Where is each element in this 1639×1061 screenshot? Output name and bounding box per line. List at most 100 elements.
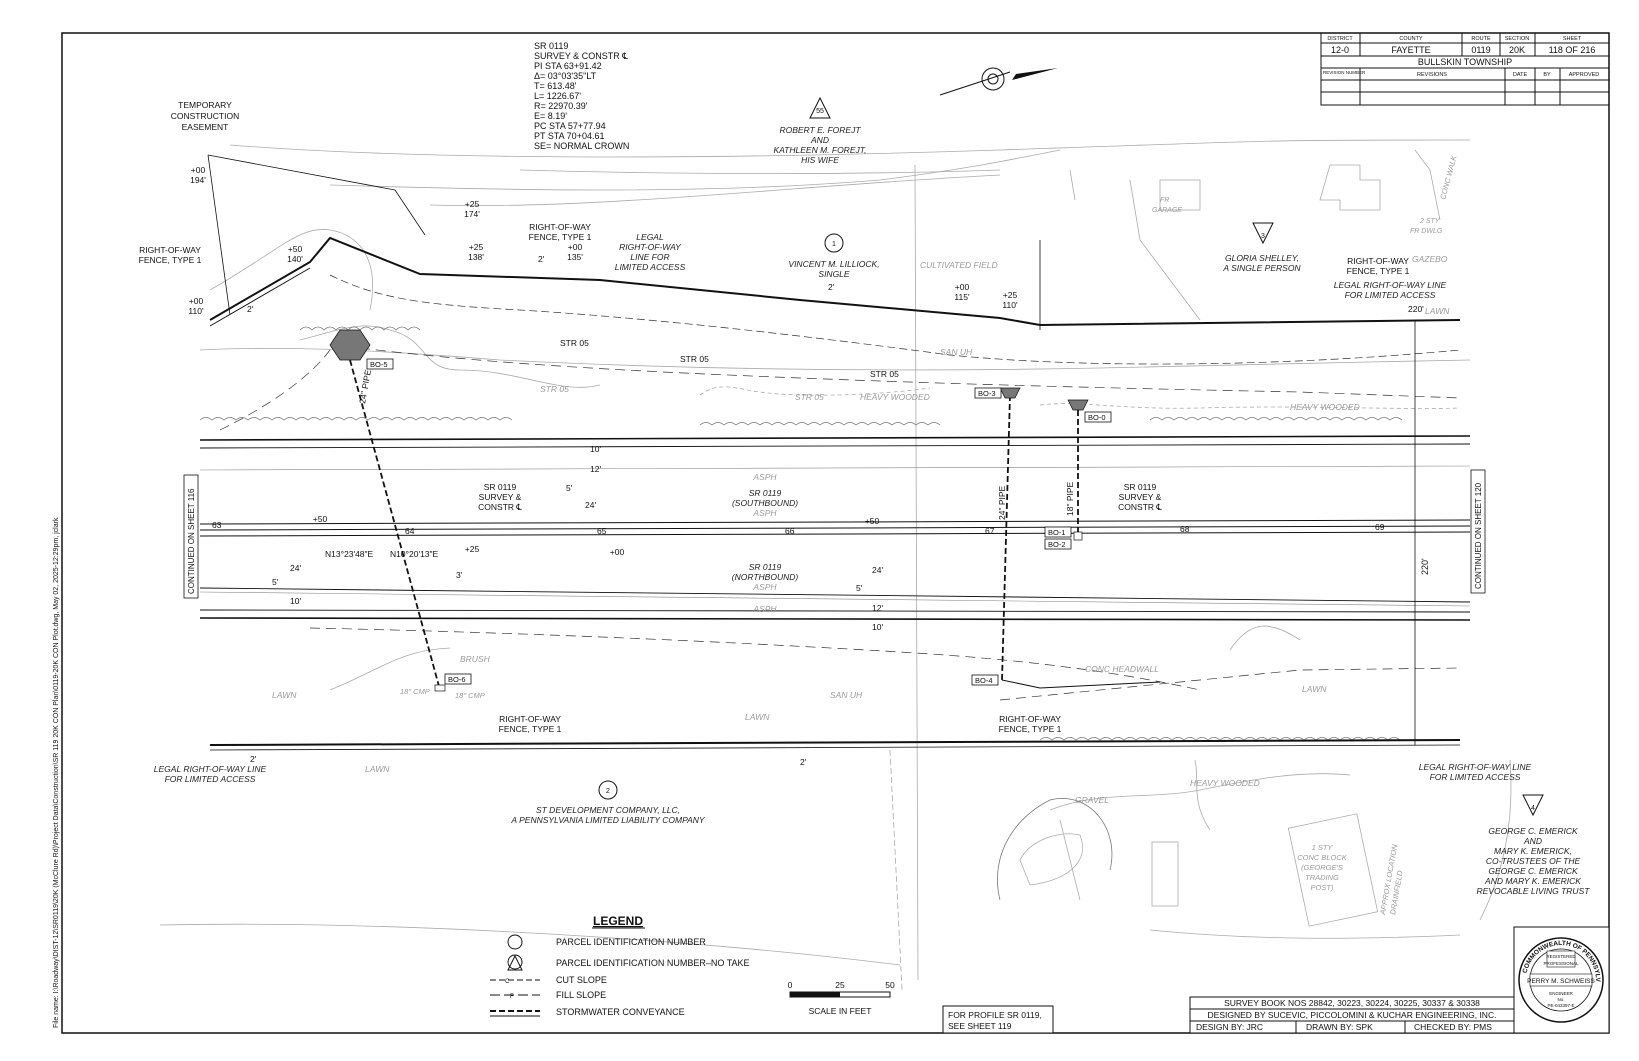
svg-text:FENCE, TYPE 1: FENCE, TYPE 1 <box>999 724 1062 734</box>
tb-h-district: DISTRICT <box>1327 36 1353 42</box>
svg-text:2': 2' <box>538 254 545 264</box>
svg-text:+50: +50 <box>288 244 303 254</box>
curve-data: SR 0119 SURVEY & CONSTR ℄ PI STA 63+91.4… <box>534 41 629 151</box>
svg-text:BO-1: BO-1 <box>1048 528 1066 537</box>
svg-text:5': 5' <box>566 483 573 493</box>
parcel-id-icon <box>598 780 618 800</box>
svg-text:FENCE, TYPE 1: FENCE, TYPE 1 <box>499 724 562 734</box>
svg-text:A SINGLE PERSON: A SINGLE PERSON <box>1222 263 1301 273</box>
svg-text:CONTINUED ON SHEET 120: CONTINUED ON SHEET 120 <box>1474 482 1483 589</box>
svg-text:FR DWLG: FR DWLG <box>1410 228 1443 235</box>
svg-text:(GEORGE'S: (GEORGE'S <box>1301 863 1343 872</box>
legend: LEGEND PARCEL IDENTIFICATION NUMBER PARC… <box>490 914 750 1017</box>
footer-block: SURVEY BOOK NOS 28842, 30223, 30224, 302… <box>1189 996 1515 1034</box>
svg-text:C: C <box>505 979 510 985</box>
svg-text:STR 05: STR 05 <box>560 338 589 348</box>
svg-text:HIS WIFE: HIS WIFE <box>801 155 839 165</box>
svg-text:CONC WALK: CONC WALK <box>1438 153 1459 200</box>
svg-text:SCALE IN FEET: SCALE IN FEET <box>809 1006 872 1016</box>
svg-text:BO-4: BO-4 <box>975 676 993 685</box>
svg-text:68: 68 <box>1180 524 1190 534</box>
svg-text:KATHLEEN M. FOREJT,: KATHLEEN M. FOREJT, <box>773 145 866 155</box>
existing-features <box>159 139 1512 991</box>
tb-h-section: SECTION <box>1505 36 1529 42</box>
profile-note: FOR PROFILE SR 0119, SEE SHEET 119 <box>942 1005 1054 1034</box>
svg-text:PE-043397-E: PE-043397-E <box>1547 1003 1574 1008</box>
svg-text:SAN UH: SAN UH <box>830 690 863 700</box>
svg-text:BO-6: BO-6 <box>448 675 466 684</box>
svg-text:CONC HEADWALL: CONC HEADWALL <box>1085 664 1159 674</box>
svg-text:2': 2' <box>247 304 254 314</box>
svg-text:SEE SHEET 119: SEE SHEET 119 <box>948 1021 1012 1031</box>
svg-text:GEORGE C. EMERICK: GEORGE C. EMERICK <box>1488 826 1578 836</box>
svg-text:RIGHT-OF-WAY: RIGHT-OF-WAY <box>619 242 682 252</box>
svg-text:TEMPORARY: TEMPORARY <box>178 100 232 110</box>
svg-text:66: 66 <box>785 526 795 536</box>
tb-h-county: COUNTY <box>1399 36 1423 42</box>
svg-text:FOR LIMITED ACCESS: FOR LIMITED ACCESS <box>165 774 256 784</box>
svg-text:ASPH: ASPH <box>752 508 777 518</box>
svg-text:(NORTHBOUND): (NORTHBOUND) <box>732 572 799 582</box>
svg-text:MARY K. EMERICK,: MARY K. EMERICK, <box>1494 846 1572 856</box>
svg-text:2': 2' <box>800 757 807 767</box>
tb-township: BULLSKIN TOWNSHIP <box>1418 57 1512 67</box>
svg-text:PARCEL IDENTIFICATION NUMBER–N: PARCEL IDENTIFICATION NUMBER–NO TAKE <box>556 958 750 968</box>
svg-text:FENCE, TYPE 1: FENCE, TYPE 1 <box>139 255 202 265</box>
tb-h-sheet: SHEET <box>1563 36 1582 42</box>
legend-parcel-icon <box>507 934 523 950</box>
svg-text:4: 4 <box>1531 805 1535 812</box>
svg-text:63: 63 <box>212 520 222 530</box>
svg-text:PI STA 63+91.42: PI STA 63+91.42 <box>534 61 602 71</box>
svg-text:3: 3 <box>1261 233 1265 240</box>
svg-text:N13°23'48"E: N13°23'48"E <box>325 549 374 559</box>
svg-text:SAN UH: SAN UH <box>940 347 973 357</box>
svg-text:A PENNSYLVANIA LIMITED LIABILI: A PENNSYLVANIA LIMITED LIABILITY COMPANY <box>510 815 706 825</box>
svg-text:140': 140' <box>287 254 303 264</box>
svg-text:2 STY: 2 STY <box>1419 218 1441 225</box>
svg-text:PROFESSIONAL: PROFESSIONAL <box>1543 961 1579 966</box>
svg-text:LINE FOR: LINE FOR <box>630 252 669 262</box>
svg-text:+00: +00 <box>955 282 970 292</box>
svg-text:AND: AND <box>810 135 829 145</box>
svg-text:65: 65 <box>597 526 607 536</box>
svg-text:115': 115' <box>954 292 970 302</box>
svg-text:Δ= 03°03'35"LT: Δ= 03°03'35"LT <box>534 71 597 81</box>
svg-text:+50: +50 <box>865 516 880 526</box>
inlets <box>329 329 1089 692</box>
tb-rev-revisions: REVISIONS <box>1417 72 1447 78</box>
tb-rev-approved: APPROVED <box>1569 72 1600 78</box>
svg-text:135': 135' <box>567 252 583 262</box>
tb-route: 0119 <box>1471 45 1490 55</box>
svg-text:LEGAL RIGHT-OF-WAY LINE: LEGAL RIGHT-OF-WAY LINE <box>154 764 267 774</box>
tb-h-route: ROUTE <box>1471 36 1491 42</box>
svg-text:55: 55 <box>816 108 824 115</box>
file-path: File name: I:\Roadway\DIST-12\SR0119\20K… <box>53 517 60 1028</box>
svg-text:CHECKED BY: PMS: CHECKED BY: PMS <box>1414 1022 1492 1032</box>
svg-text:2': 2' <box>828 282 835 292</box>
svg-text:1 STY: 1 STY <box>1312 843 1334 852</box>
svg-text:LAWN: LAWN <box>1425 306 1450 316</box>
svg-text:F: F <box>510 994 514 1000</box>
svg-text:CONSTR ℄: CONSTR ℄ <box>478 502 522 512</box>
svg-text:SURVEY & CONSTR ℄: SURVEY & CONSTR ℄ <box>534 51 628 61</box>
svg-text:CULTIVATED FIELD: CULTIVATED FIELD <box>920 260 998 270</box>
svg-text:+00: +00 <box>568 242 583 252</box>
svg-text:DESIGN BY: JRC: DESIGN BY: JRC <box>1196 1022 1263 1032</box>
svg-text:FOR LIMITED ACCESS: FOR LIMITED ACCESS <box>1345 290 1436 300</box>
tb-sheet: 118 OF 216 <box>1549 45 1596 55</box>
svg-text:LEGAL RIGHT-OF-WAY LINE: LEGAL RIGHT-OF-WAY LINE <box>1419 762 1532 772</box>
svg-text:FR: FR <box>1160 197 1169 204</box>
svg-text:24" PIPE: 24" PIPE <box>357 369 373 405</box>
svg-text:DRAWN BY: SPK: DRAWN BY: SPK <box>1306 1022 1373 1032</box>
svg-text:CONC BLOCK: CONC BLOCK <box>1297 853 1348 862</box>
svg-text:ASPH: ASPH <box>752 604 777 614</box>
svg-text:CONSTR ℄: CONSTR ℄ <box>1118 502 1162 512</box>
title-block: DISTRICT COUNTY ROUTE SECTION SHEET 12-0… <box>1320 32 1610 106</box>
svg-text:EASEMENT: EASEMENT <box>182 122 229 132</box>
svg-text:LAWN: LAWN <box>365 764 390 774</box>
tb-section: 20K <box>1509 45 1525 55</box>
svg-text:SR 0119: SR 0119 <box>749 562 782 572</box>
svg-text:24" PIPE: 24" PIPE <box>997 485 1007 520</box>
svg-text:CONSTRUCTION: CONSTRUCTION <box>171 111 239 121</box>
svg-text:+25: +25 <box>469 242 484 252</box>
